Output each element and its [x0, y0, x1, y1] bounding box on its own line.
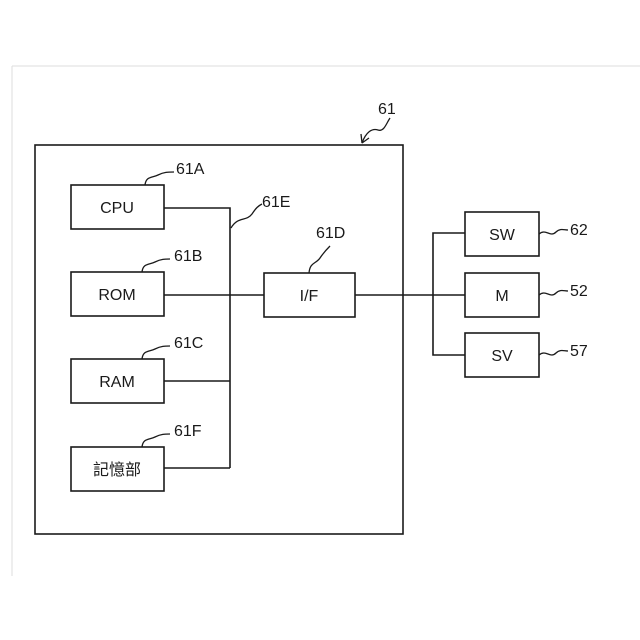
rom-ref: 61B	[174, 248, 202, 265]
cpu-ref: 61A	[176, 161, 205, 178]
sw-leader	[539, 230, 568, 235]
interface-ref: 61D	[316, 225, 345, 242]
interface-label: I/F	[300, 288, 319, 305]
controller-ref: 61	[378, 101, 396, 118]
ram-ref: 61C	[174, 335, 203, 352]
sw-label: SW	[489, 227, 516, 244]
motor-ref: 52	[570, 283, 588, 300]
motor-label: M	[495, 288, 508, 305]
sv-label: SV	[491, 348, 513, 365]
motor-leader	[539, 291, 568, 296]
storage-ref: 61F	[174, 423, 202, 440]
sv-leader	[539, 351, 568, 356]
bus-ref: 61E	[262, 194, 290, 211]
ram-label: RAM	[99, 374, 135, 391]
sv-ref: 57	[570, 343, 588, 360]
storage-label: 記憶部	[93, 461, 141, 479]
sw-ref: 62	[570, 222, 588, 239]
rom-label: ROM	[98, 287, 135, 304]
cpu-label: CPU	[100, 200, 134, 217]
device-bus-line	[433, 233, 465, 355]
